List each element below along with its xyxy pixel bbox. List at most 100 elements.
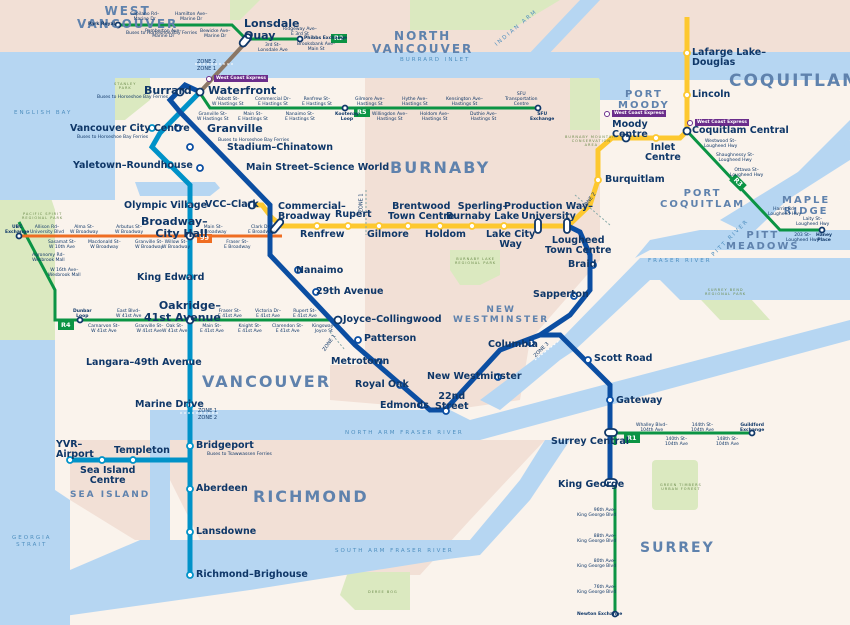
r3-stop-shaughnessy: Shaughnessy St– Lougheed Hwy — [716, 153, 755, 163]
station-aberdeen[interactable]: Aberdeen — [196, 483, 248, 494]
station-joyce-collingwood[interactable]: Joyce–Collingwood — [343, 314, 442, 325]
r2-stop-bewicke: Bewicke Ave– Marine Dr — [200, 29, 231, 39]
r5-stop-sfu-transportation: SFU Transportation Centre — [505, 92, 538, 107]
r1-stop-guildford: Guildford Exchange — [740, 423, 765, 433]
park-green-timbers: GREEN TIMBERS URBAN FOREST — [660, 483, 702, 491]
area-port-coquitlam: PORT COQUITLAM — [660, 188, 746, 210]
station-renfrew[interactable]: Renfrew — [300, 229, 345, 240]
station-inlet-centre[interactable]: Inlet Centre — [645, 142, 681, 163]
station-holdom[interactable]: Holdom — [425, 229, 466, 240]
station-coquitlam-central[interactable]: Coquitlam Central — [692, 125, 789, 136]
r1-stop-whalley: Whalley Blvd– 104th Ave — [636, 423, 668, 433]
station-richmond-brighouse[interactable]: Richmond–Brighouse — [196, 569, 308, 580]
station-gilmore[interactable]: Gilmore — [367, 229, 409, 240]
station-royal-oak[interactable]: Royal Oak — [355, 379, 409, 390]
b99-stop-allison: Allison Rd– University Blvd — [30, 225, 64, 235]
r5-stop-kensington: Kensington Ave– Hastings St — [446, 97, 483, 107]
station-burquitlam[interactable]: Burquitlam — [605, 174, 665, 185]
ferry-note-bridgeport: Buses to Tsawwassen Ferries — [207, 452, 272, 457]
station-lonsdale-quay[interactable]: Lonsdale Quay — [244, 17, 300, 42]
ferry-note-park-royal: Buses to Horseshoe Bay Ferries — [126, 31, 198, 36]
b99-stop-sasamat: Sasamat St– W 10th Ave — [48, 240, 76, 250]
station-braid[interactable]: Braid — [568, 259, 597, 270]
rapidbus-r2-line — [118, 23, 300, 41]
station-sperling-burnaby-lake[interactable]: Sperling– Burnaby Lake — [446, 201, 520, 222]
park-stanley: STANLEY PARK — [114, 82, 137, 90]
area-burnaby: BURNABY — [390, 158, 491, 177]
rapidbus-badge-r2: R2 — [331, 34, 347, 43]
station-burrard[interactable]: Burrard — [144, 84, 192, 97]
area-vancouver: VANCOUVER — [202, 372, 332, 391]
area-coquitlam: COQUITLAM — [729, 71, 850, 91]
station-waterfront[interactable]: Waterfront — [208, 84, 277, 97]
ubc-stop-w16th: W 16th Ave– Wesbrook Mall — [48, 268, 81, 278]
station-surrey-central[interactable]: Surrey Central — [551, 436, 629, 447]
station-29th-avenue[interactable]: 29th Avenue — [316, 286, 384, 297]
b99-stop-fraser: Fraser St– E Broadway — [224, 240, 251, 250]
station-brentwood[interactable]: Brentwood Town Centre — [388, 201, 455, 222]
station-lake-city-way[interactable]: Lake City Way — [486, 229, 536, 250]
station-gateway[interactable]: Gateway — [616, 395, 663, 406]
station-yaletown-roundhouse[interactable]: Yaletown–Roundhouse — [73, 160, 193, 171]
rapidbus-badge-r4: R4 — [58, 321, 74, 330]
station-granville[interactable]: Granville — [207, 122, 263, 135]
rapidbus-r3-line — [685, 129, 822, 232]
station-new-westminster[interactable]: New Westminster — [427, 371, 522, 382]
r5-stop-granville: Granville St– W Hastings St — [197, 112, 229, 122]
b99-stop-willow: Willow St– W Broadway — [162, 240, 191, 250]
r5-stop-nanaimo: Nanaimo St– E Hastings St — [285, 112, 315, 122]
station-langara-49th[interactable]: Langara–49th Avenue — [86, 357, 202, 368]
station-production-way-university[interactable]: Production Way– University — [504, 201, 593, 222]
station-rupert[interactable]: Rupert — [335, 209, 372, 220]
station-stadium-chinatown[interactable]: Stadium–Chinatown — [227, 142, 334, 153]
station-moody-centre[interactable]: Moody Centre — [612, 119, 648, 140]
station-vcc-clark[interactable]: VCC–Clark — [205, 199, 259, 210]
b99-stop-main: Main St– E Broadway — [200, 225, 227, 235]
station-yvr-airport[interactable]: YVR– Airport — [56, 439, 94, 460]
station-lansdowne[interactable]: Lansdowne — [196, 526, 257, 537]
station-edmonds[interactable]: Edmonds — [380, 400, 429, 411]
station-broadway-city-hall[interactable]: Broadway– City Hall — [141, 215, 208, 240]
r5-stop-renfrew: Renfrew St– E Hastings St — [302, 97, 332, 107]
station-lincoln[interactable]: Lincoln — [692, 89, 731, 100]
station-columbia[interactable]: Columbia — [488, 339, 538, 350]
r5-stop-duthie: Duthie Ave– Hastings St — [470, 112, 497, 122]
station-commercial-broadway[interactable]: Commercial– Broadway — [278, 201, 346, 222]
station-vancouver-city-centre[interactable]: Vancouver City Centre — [70, 123, 190, 134]
station-oakridge-41st[interactable]: Oakridge– 41st Avenue — [144, 299, 221, 324]
station-patterson[interactable]: Patterson — [364, 333, 417, 344]
r4-stop-clarendon: Clarendon St– E 41st Ave — [272, 324, 304, 334]
station-lougheed-town-centre[interactable]: Lougheed Town Centre — [545, 235, 612, 256]
station-templeton[interactable]: Templeton — [114, 445, 170, 456]
r5-stop-hythe: Hythe Ave– Hastings St — [402, 97, 428, 107]
station-olympic-village[interactable]: Olympic Village — [124, 200, 208, 211]
zone-label-2-south: ZONE 2 — [198, 415, 218, 421]
wce-badge-waterfront: West Coast Express — [206, 75, 268, 82]
station-marine-drive[interactable]: Marine Drive — [135, 399, 204, 410]
r4-stop-dunbar: Dunbar Loop — [73, 309, 92, 319]
r2-stop-hamilton: Hamilton Ave– Marine Dr — [175, 12, 208, 22]
station-king-george[interactable]: King George — [558, 479, 625, 490]
park-pacific-spirit: PACIFIC SPIRIT REGIONAL PARK — [22, 212, 64, 220]
r4-stop-main: Main St– E 41st Ave — [200, 324, 224, 334]
r5-stop-holdom: Holdom Ave– Hastings St — [420, 112, 450, 122]
park-burnaby-mountain: BURNABY MOUNTAIN CONSERVATION AREA — [565, 135, 618, 147]
r6-stop-76th: 76th Ave– King George Blvd — [577, 585, 617, 595]
station-nanaimo[interactable]: Nanaimo — [296, 265, 344, 276]
station-king-edward[interactable]: King Edward — [137, 272, 205, 283]
r1-stop-148th: 148th St– 104th Ave — [716, 437, 739, 447]
station-sea-island-centre[interactable]: Sea Island Centre — [80, 465, 136, 486]
r3-stop-haney: Haney Place — [816, 233, 832, 243]
water-north-arm: NORTH ARM FRASER RIVER — [345, 430, 464, 436]
station-main-street-science-world[interactable]: Main Street–Science World — [246, 162, 390, 173]
station-22nd-street[interactable]: 22nd Street — [435, 391, 469, 412]
station-bridgeport[interactable]: Bridgeport — [196, 440, 254, 451]
station-metrotown[interactable]: Metrotown — [331, 356, 390, 367]
r4-stop-carnarvon: Carnarvon St– W 41st Ave — [88, 324, 120, 334]
ferry-note-vcc: Buses to Horseshoe Bay Ferries — [77, 135, 149, 140]
seabus-line — [198, 39, 249, 94]
r4-stop-victoria: Victoria Dr– E 41st Ave — [255, 309, 282, 319]
station-lafarge-lake-douglas[interactable]: Lafarge Lake– Douglas — [692, 47, 766, 68]
station-scott-road[interactable]: Scott Road — [594, 353, 653, 364]
station-sapperton[interactable]: Sapperton — [533, 289, 589, 300]
